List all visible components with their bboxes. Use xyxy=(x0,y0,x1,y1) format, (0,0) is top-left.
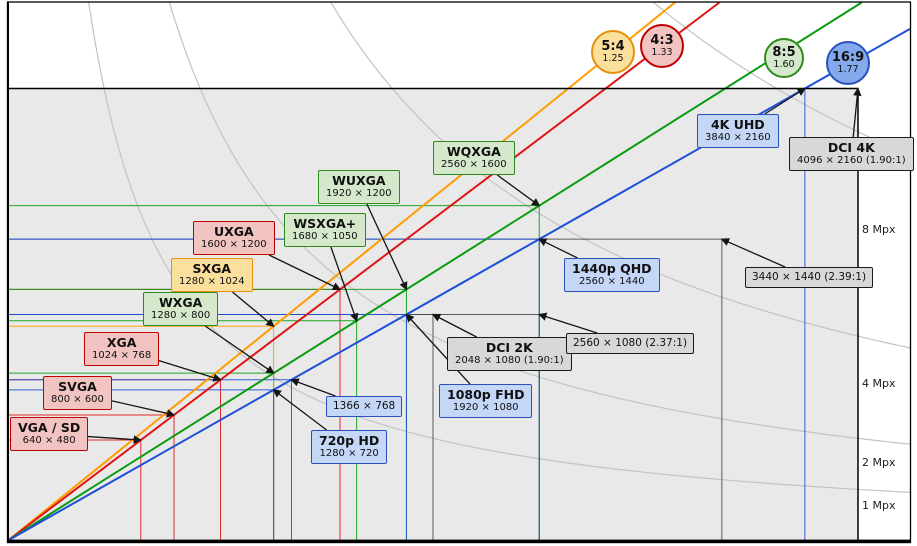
resolution-size: 2560 × 1080 (2.37:1) xyxy=(573,337,688,349)
aspect-ratio-label: 8:5 xyxy=(772,44,796,60)
resolution-size: 1680 × 1050 xyxy=(292,231,358,242)
resolution-size: 3840 × 2160 xyxy=(705,132,771,143)
resolution-size: 800 × 600 xyxy=(51,394,104,405)
resolution-name: DCI 2K xyxy=(485,340,533,355)
resolution-box-svga: SVGA 800 × 600 xyxy=(43,376,112,410)
resolution-box-1366x768: 1366 × 768 xyxy=(326,396,403,418)
resolution-size: 640 × 480 xyxy=(22,435,76,446)
aspect-ratio-label: 4:3 xyxy=(650,32,674,48)
resolution-size: 1024 × 768 xyxy=(92,350,152,361)
mpx-label-1: 1 Mpx xyxy=(862,499,896,512)
resolution-size: 1600 × 1200 xyxy=(201,239,267,250)
aspect-badge-5-4: 5:4 1.25 xyxy=(591,30,635,74)
resolution-box-uxga: UXGA 1600 × 1200 xyxy=(193,221,275,255)
resolution-name: 1080p FHD xyxy=(447,387,525,402)
resolution-name: WUXGA xyxy=(332,173,386,188)
resolution-size: 2560 × 1600 xyxy=(441,159,507,170)
resolution-name: WSXGA+ xyxy=(293,216,357,231)
aspect-ratio-value: 1.60 xyxy=(773,58,795,70)
resolution-box-sxga: SXGA 1280 × 1024 xyxy=(171,258,253,292)
resolution-box-wuxga: WUXGA 1920 × 1200 xyxy=(318,170,400,204)
resolution-name: SXGA xyxy=(192,261,232,276)
resolution-size: 1280 × 1024 xyxy=(179,276,245,287)
resolution-name: 720p HD xyxy=(319,433,380,448)
aspect-ratio-value: 1.25 xyxy=(602,52,624,64)
resolution-box-1440p-qhd: 1440p QHD 2560 × 1440 xyxy=(564,258,660,292)
resolution-name: WQXGA xyxy=(446,144,501,159)
resolution-size: 1920 × 1200 xyxy=(326,188,392,199)
aspect-badge-8-5: 8:5 1.60 xyxy=(764,38,804,78)
resolution-box-4k-uhd: 4K UHD 3840 × 2160 xyxy=(697,114,779,148)
resolution-box-wxga: WXGA 1280 × 800 xyxy=(143,292,219,326)
resolution-box-vga-sd: VGA / SD 640 × 480 xyxy=(10,417,89,451)
resolution-box-720p-hd: 720p HD 1280 × 720 xyxy=(311,430,388,464)
aspect-ratio-value: 1.77 xyxy=(837,63,859,75)
resolution-name: SVGA xyxy=(58,379,97,394)
resolution-box-3440x1440: 3440 × 1440 (2.39:1) xyxy=(745,267,874,289)
resolution-name: 4K UHD xyxy=(710,117,765,132)
resolution-size: 3440 × 1440 (2.39:1) xyxy=(752,271,867,283)
resolution-box-wsxga-plus: WSXGA+ 1680 × 1050 xyxy=(284,213,366,247)
resolution-box-2560x1080: 2560 × 1080 (2.37:1) xyxy=(566,333,695,355)
resolution-name: 1440p QHD xyxy=(572,261,652,276)
resolution-size: 1366 × 768 xyxy=(333,400,396,412)
resolution-box-xga: XGA 1024 × 768 xyxy=(84,332,160,366)
aspect-ratio-label: 5:4 xyxy=(601,38,625,54)
resolution-size: 1280 × 720 xyxy=(319,448,379,459)
aspect-ratio-value: 1.33 xyxy=(651,46,673,58)
mpx-label-8: 8 Mpx xyxy=(862,223,896,236)
resolution-name: VGA / SD xyxy=(18,420,81,435)
aspect-badge-4-3: 4:3 1.33 xyxy=(640,24,684,68)
resolution-box-1080p-fhd: 1080p FHD 1920 × 1080 xyxy=(439,384,533,418)
resolution-size: 4096 × 2160 (1.90:1) xyxy=(797,155,906,166)
aspect-ratio-label: 16:9 xyxy=(831,49,865,65)
resolution-box-wqxga: WQXGA 2560 × 1600 xyxy=(433,141,515,175)
resolution-size: 2560 × 1440 xyxy=(578,276,645,287)
resolution-size: 2048 × 1080 (1.90:1) xyxy=(455,355,564,366)
mpx-label-2: 2 Mpx xyxy=(862,456,896,469)
resolution-size: 1280 × 800 xyxy=(151,310,211,321)
resolution-box-dci-4k: DCI 4K 4096 × 2160 (1.90:1) xyxy=(789,137,914,171)
resolution-name: XGA xyxy=(106,335,137,350)
resolution-name: DCI 4K xyxy=(827,140,875,155)
aspect-badge-16-9: 16:9 1.77 xyxy=(826,41,870,85)
resolution-name: WXGA xyxy=(158,295,203,310)
resolution-box-dci-2k: DCI 2K 2048 × 1080 (1.90:1) xyxy=(447,337,572,371)
mpx-label-4: 4 Mpx xyxy=(862,377,896,390)
resolution-size: 1920 × 1080 xyxy=(452,402,519,413)
resolution-name: UXGA xyxy=(213,224,254,239)
